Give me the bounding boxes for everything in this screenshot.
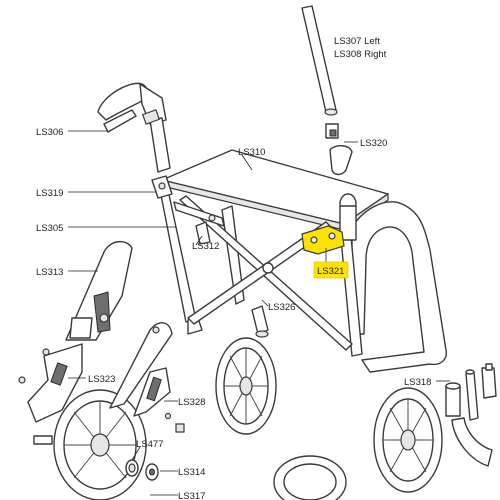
ls321-highlight-box (313, 261, 349, 279)
rear-wheel-left (215, 337, 277, 435)
frame-post-right (339, 193, 357, 241)
label-ls477: LS477 (136, 439, 163, 450)
fork-plate-ls323 (18, 343, 83, 445)
label-ls310: LS310 (238, 147, 265, 158)
label-ls317: LS317 (178, 491, 205, 500)
label-ls328: LS328 (178, 397, 205, 408)
label-ls318: LS318 (404, 377, 431, 388)
leader-lines (68, 130, 450, 496)
label-ls312: LS312 (192, 241, 219, 252)
label-ls320: LS320 (360, 138, 387, 149)
push-rod-ls307-ls308 (301, 5, 338, 116)
caster-parts-ls318 (445, 363, 497, 467)
label-ls326: LS326 (268, 302, 295, 313)
lower-brace-ls326 (251, 305, 269, 338)
label-ls305: LS305 (36, 223, 63, 234)
lower-left-strut (109, 322, 173, 409)
label-ls323: LS323 (88, 374, 115, 385)
part-labels: LS307 Left LS308 Right LS306 LS310 LS320… (36, 36, 431, 500)
part-ls321-highlighted (301, 225, 345, 255)
label-ls313: LS313 (36, 267, 63, 278)
frame-right-side (351, 201, 447, 373)
joint-ls319 (151, 175, 173, 199)
label-ls319: LS319 (36, 188, 63, 199)
hub-parts (125, 459, 159, 481)
part-ls321-shape (301, 225, 345, 255)
label-ls308: LS308 Right (334, 49, 387, 60)
label-ls306: LS306 (36, 127, 63, 138)
front-wheel-right (273, 455, 347, 500)
label-ls314: LS314 (178, 467, 205, 478)
frame-left-rear-leg (221, 205, 245, 305)
rear-wheel-right (373, 387, 443, 493)
bracket-ls305 (173, 201, 225, 227)
label-ls321: LS321 (317, 266, 344, 277)
side-bracket-ls313 (65, 241, 133, 341)
bracket-ls328 (133, 367, 185, 433)
clip-ls320 (325, 123, 353, 176)
label-ls307: LS307 Left (334, 36, 380, 47)
front-wheel-left (53, 389, 147, 500)
link-ls312 (195, 221, 211, 245)
handle-ls306 (97, 82, 171, 173)
